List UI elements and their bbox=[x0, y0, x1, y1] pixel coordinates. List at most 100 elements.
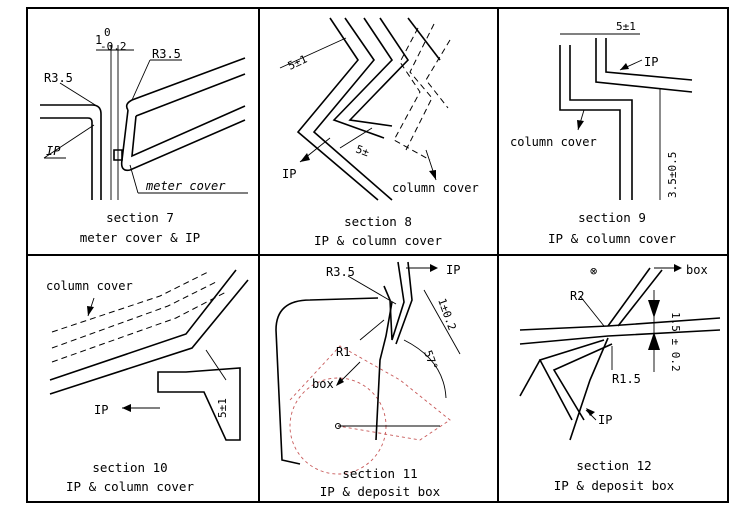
section-subtitle: IP & deposit box bbox=[554, 478, 675, 493]
label-ip: IP bbox=[446, 263, 460, 277]
dashed-line-3 bbox=[51, 291, 227, 363]
column-cover-line-2 bbox=[312, 17, 393, 201]
dim-1: 5±1 bbox=[286, 53, 310, 73]
leader-r2 bbox=[579, 295, 605, 327]
box-line-2 bbox=[519, 329, 721, 345]
label-meter-cover: meter cover bbox=[145, 179, 226, 193]
section-title: section 12 bbox=[576, 458, 651, 473]
label-ip: IP bbox=[282, 167, 296, 181]
label-r-right: R3.5 bbox=[152, 47, 181, 61]
section-title: section 10 bbox=[92, 460, 167, 475]
dashed-line-2 bbox=[51, 281, 217, 349]
column-cover-line-1 bbox=[559, 45, 621, 200]
panel-section-7: 1 0 -0.2 R3.5 R3.5 IP meter cover sectio… bbox=[40, 26, 248, 245]
column-cover-line-1 bbox=[296, 17, 379, 201]
section-subtitle: IP & deposit box bbox=[320, 484, 441, 499]
section-subtitle: meter cover & IP bbox=[80, 230, 200, 245]
label-ip: IP bbox=[94, 403, 108, 417]
leader-r-right bbox=[131, 59, 151, 101]
dashed-line-3 bbox=[425, 39, 451, 109]
label-r-inner: R1 bbox=[336, 345, 350, 359]
ip-line-4 bbox=[519, 359, 541, 397]
label-r-left: R3.5 bbox=[44, 71, 73, 85]
panel-section-9: 5±1 IP column cover 3.5±0.5 section 9 IP… bbox=[510, 20, 693, 246]
leader-r1 bbox=[347, 275, 397, 305]
outer-line bbox=[407, 17, 441, 61]
label-ip: IP bbox=[644, 55, 658, 69]
tol-upper: 0 bbox=[104, 26, 111, 39]
label-r-lower: R1.5 bbox=[612, 372, 641, 386]
dim-1: 1±0.2 bbox=[435, 297, 459, 333]
symbol-section: ⊗ bbox=[590, 264, 597, 278]
arrow-ip bbox=[620, 63, 629, 70]
section-title: section 8 bbox=[344, 214, 412, 229]
label-r-outer: R3.5 bbox=[326, 265, 355, 279]
dim-1: 1.5 ± 0.2 bbox=[669, 312, 682, 372]
arrow-ip bbox=[300, 153, 310, 162]
arrow-column bbox=[577, 120, 584, 130]
meter-cover-body bbox=[120, 109, 246, 172]
panel-section-11: IP R3.5 R1 box 1±0.2 57° section 11 IP &… bbox=[275, 261, 461, 499]
column-cover-line-2 bbox=[49, 279, 249, 395]
dashed-line-1 bbox=[393, 27, 431, 161]
section-subtitle: IP & column cover bbox=[548, 231, 676, 246]
label-ip: IP bbox=[598, 413, 612, 427]
label-r-upper: R2 bbox=[570, 289, 584, 303]
arrow-box bbox=[674, 264, 682, 272]
dim-line-mid bbox=[339, 127, 373, 149]
panel-section-10: column cover IP 5±1 section 10 IP & colu… bbox=[46, 269, 249, 494]
ip-hook-inner bbox=[395, 261, 413, 345]
angle-arc bbox=[403, 339, 447, 399]
leader-box bbox=[339, 361, 361, 383]
section-subtitle: IP & column cover bbox=[314, 233, 442, 248]
dim-1: 5±1 bbox=[216, 398, 229, 418]
leader-r-left bbox=[59, 82, 101, 109]
arrow-column bbox=[429, 170, 436, 180]
section-subtitle: IP & column cover bbox=[66, 479, 194, 494]
label-column-cover: column cover bbox=[46, 279, 133, 293]
section-title: section 11 bbox=[342, 466, 417, 481]
dashed-line-1 bbox=[51, 271, 209, 333]
arrow-ip bbox=[122, 404, 131, 412]
panel-section-8: 5±1 5± IP column cover section 8 IP & co… bbox=[279, 17, 479, 248]
dim-value: 1 bbox=[95, 33, 102, 47]
dashed-line-2 bbox=[405, 23, 435, 151]
dim-1: 5±1 bbox=[616, 20, 636, 33]
dim-line-top bbox=[279, 37, 347, 69]
ip-line-2 bbox=[552, 343, 613, 421]
meter-cover-top-inner bbox=[135, 73, 246, 117]
dim-2: 3.5±0.5 bbox=[666, 152, 679, 198]
dim-arrow-bottom bbox=[648, 332, 660, 350]
box-upper-1 bbox=[607, 267, 651, 327]
dim-2: 5± bbox=[354, 143, 371, 160]
dim-line bbox=[205, 349, 227, 381]
dim-line bbox=[423, 289, 461, 355]
box-outline-top bbox=[275, 297, 379, 331]
label-ip: IP bbox=[46, 144, 61, 158]
box-outline-left bbox=[275, 329, 301, 465]
ip-line-2 bbox=[348, 17, 410, 127]
panel-section-12: ⊗ box R2 R1.5 IP 1.5 ± 0.2 section 12 IP… bbox=[519, 263, 721, 493]
ip-line-1 bbox=[332, 17, 394, 139]
ip-line-2 bbox=[605, 38, 693, 81]
arrow-box bbox=[336, 377, 344, 386]
dim-arrow-top bbox=[648, 300, 660, 318]
ip-outline-inner bbox=[40, 117, 93, 200]
ip-line-3 bbox=[569, 337, 609, 441]
label-box: box bbox=[312, 377, 334, 391]
ip-profile bbox=[157, 367, 241, 441]
leader-meter bbox=[129, 164, 139, 194]
leader-ip bbox=[43, 124, 95, 159]
leader-r2 bbox=[359, 319, 385, 341]
column-cover-line-1 bbox=[49, 269, 237, 381]
arrow-column bbox=[87, 306, 94, 316]
dim-angle: 57° bbox=[421, 349, 440, 372]
box-outline-right bbox=[375, 301, 393, 441]
arrow-ip bbox=[430, 264, 438, 272]
label-box: box bbox=[686, 263, 708, 277]
meter-clip bbox=[113, 149, 123, 161]
box-upper-2 bbox=[617, 269, 663, 327]
column-cover-line-2 bbox=[569, 45, 633, 200]
meter-cover-top-outer bbox=[125, 57, 246, 111]
